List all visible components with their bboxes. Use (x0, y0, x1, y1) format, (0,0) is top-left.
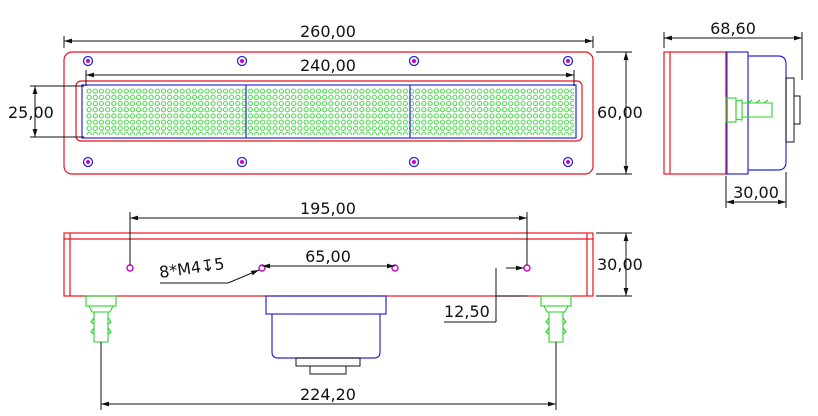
side-housing (663, 51, 728, 175)
dim-total-length-label: 260,00 (300, 22, 356, 41)
dim-side-depth-label: 68,60 (710, 19, 756, 38)
dim-led-length-label: 240,00 (300, 56, 356, 75)
thread-spec-label: 8*M4↧5 (158, 254, 226, 282)
front-window (75, 80, 583, 142)
dim-side-body: 30,00 (725, 172, 787, 208)
side-cover (748, 55, 787, 171)
side-hose-barb-icon (725, 97, 773, 123)
dim-led-height: 25,00 (8, 85, 84, 138)
side-frame (725, 51, 749, 175)
bottom-view: 195,00 65,00 8*M4↧5 30,00 12,50 (63, 199, 643, 410)
side-view: 68,60 30,00 (663, 19, 803, 208)
screw-icon (236, 55, 248, 67)
side-connector (785, 77, 795, 143)
dim-total-height-label: 60,00 (597, 103, 643, 122)
screw-icon (236, 156, 248, 168)
dim-led-length: 240,00 (85, 56, 575, 86)
dim-side-body-label: 30,00 (733, 183, 779, 202)
dim-total-height: 60,00 (596, 51, 643, 175)
screw-icon (562, 55, 574, 67)
dim-connector-span-label: 224,20 (300, 385, 356, 404)
dim-hole-offset: 12,50 (444, 265, 527, 323)
bottom-hose-barb-left-icon (85, 295, 117, 343)
screw-icon (408, 156, 420, 168)
led-board (81, 84, 577, 139)
screw-icon (82, 156, 94, 168)
dim-hole-span: 195,00 (129, 199, 528, 265)
front-view: 260,00 240,00 25,00 60,00 (8, 22, 643, 175)
thread-callout: 8*M4↧5 (158, 254, 260, 284)
front-screws (82, 55, 574, 168)
dim-total-length: 260,00 (63, 22, 594, 48)
dim-hole-pitch: 65,00 (262, 247, 395, 269)
dim-led-height-label: 25,00 (8, 103, 54, 122)
screw-icon (82, 55, 94, 67)
dim-hole-pitch-label: 65,00 (305, 247, 351, 266)
bottom-connector (265, 295, 387, 375)
hole-icon (523, 264, 531, 272)
led-array (86, 88, 574, 135)
dim-side-height-label: 30,00 (597, 255, 643, 274)
dim-hole-offset-label: 12,50 (444, 302, 490, 321)
dim-side-height: 30,00 (596, 232, 643, 297)
dim-hole-span-label: 195,00 (300, 199, 356, 218)
screw-icon (562, 156, 574, 168)
dim-side-depth: 68,60 (663, 19, 803, 80)
hole-icon (126, 264, 134, 272)
bottom-hose-barb-right-icon (540, 295, 572, 343)
screw-icon (408, 55, 420, 67)
front-outline (63, 51, 594, 175)
dim-connector-span: 224,20 (100, 342, 557, 410)
